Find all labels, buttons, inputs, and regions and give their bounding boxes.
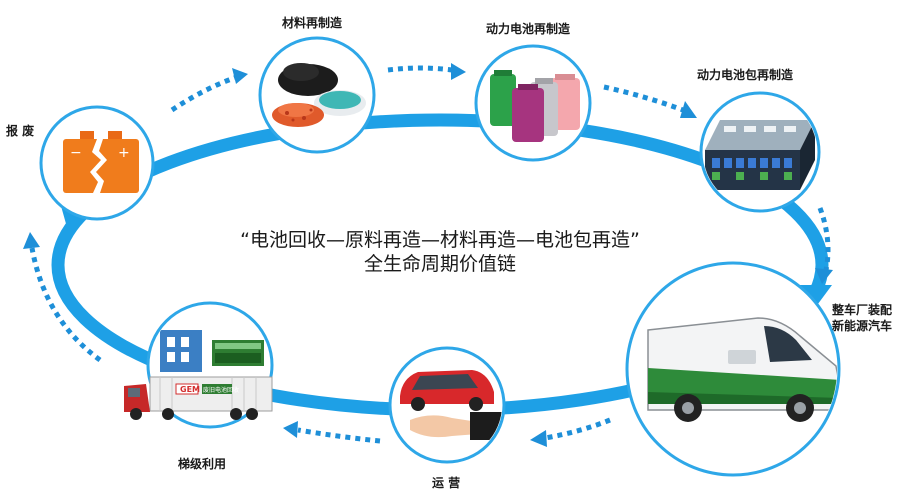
recycling-truck-icon: GEM 废旧电池回收 [124,376,273,420]
label-pack: 动力电池包再制造 [697,67,794,82]
label-vehicle-line2: 新能源汽车 [832,318,892,333]
car-handover-icon [400,370,502,440]
label-material: 材料再制造 [281,15,343,30]
node-material [258,36,376,154]
label-vehicle-line1: 整车厂装配 [831,302,892,317]
label-cascade: 梯级利用 [178,456,226,471]
node-scrap: − + [39,105,155,221]
truck-logo: GEM [180,385,200,394]
broken-battery-icon: − + [63,131,139,193]
battery-cells-icon [490,70,580,142]
center-caption-line1: “电池回收—原料再造—材料再造—电池包再造” [240,229,640,251]
node-vehicle [625,261,841,477]
electric-van-icon [647,317,837,422]
dotted-arrow-pack-to-vehicle [815,207,833,284]
node-operation [388,346,506,464]
node-cell [474,44,592,162]
dotted-arrow-cascade-to-scrap [23,232,102,363]
dotted-arrow-material-to-cell [387,63,466,80]
node-pack [699,91,821,213]
label-operation: 运 营 [432,475,460,490]
truck-side-text: 废旧电池回收 [203,386,239,394]
label-scrap: 报 废 [6,123,34,138]
svg-text:+: + [118,145,130,161]
center-caption-line2: 全生命周期价值链 [364,253,516,275]
dotted-arrow-operation-to-cascade [283,421,381,444]
label-cell: 动力电池再制造 [486,21,571,36]
material-powder-icon [272,63,366,127]
dotted-arrow-cell-to-pack [603,84,697,118]
energy-storage-icon [160,330,264,372]
svg-text:−: − [70,145,82,161]
dotted-arrow-scrap-to-material [170,68,248,113]
battery-pack-icon [705,120,815,190]
dotted-arrow-vehicle-to-operation [530,417,611,447]
